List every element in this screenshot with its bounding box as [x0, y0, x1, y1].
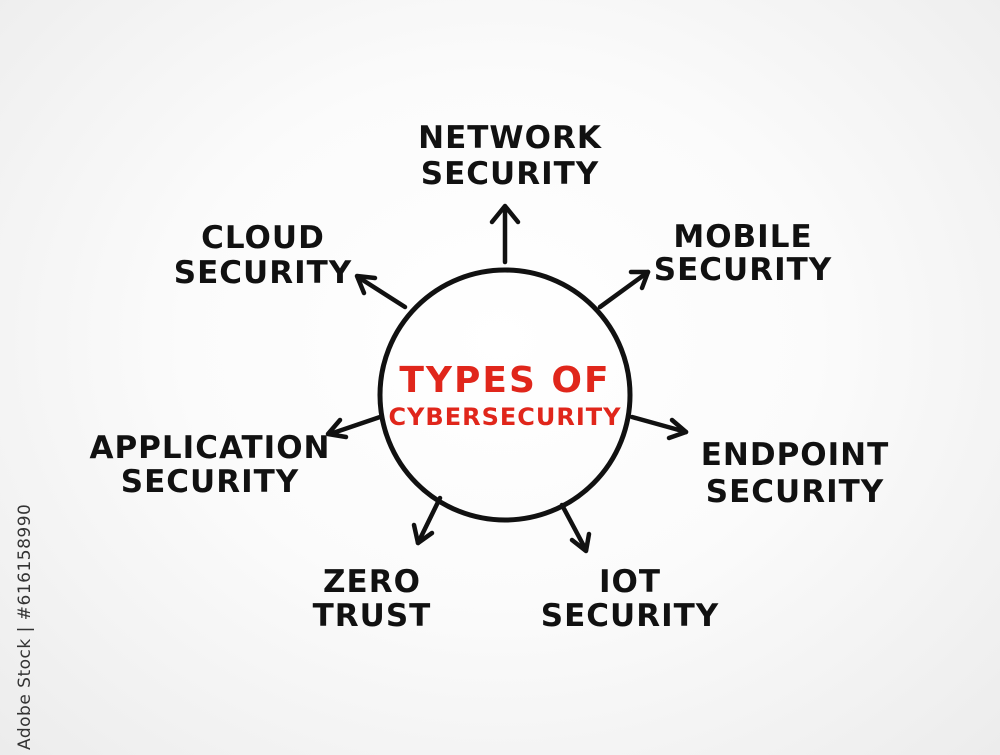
node-label-line: IOT: [599, 564, 661, 600]
node-label-line: ENDPOINT: [701, 437, 890, 473]
arrow-cloud: [354, 273, 408, 310]
node-label-line: APPLICATION: [89, 430, 330, 466]
node-mobile-security: MOBILE SECURITY: [654, 219, 832, 288]
arrow-application: [325, 414, 383, 440]
arrow-endpoint: [629, 414, 689, 441]
arrow-mobile: [597, 269, 651, 310]
brand-watermark: Adobe Stock: [15, 638, 35, 750]
node-zero-trust: ZERO TRUST: [313, 564, 432, 634]
node-label-line: NETWORK: [418, 120, 602, 156]
node-label-line: SECURITY: [174, 255, 352, 291]
stock-id-text: Adobe Stock | #616158990: [15, 504, 35, 750]
node-label-line: MOBILE: [673, 219, 812, 255]
arrow-zero-trust: [411, 495, 443, 546]
node-application-security: APPLICATION SECURITY: [89, 430, 330, 500]
node-label-line: SECURITY: [541, 598, 719, 634]
node-label-line: SECURITY: [654, 252, 832, 288]
node-label-line: SECURITY: [421, 156, 599, 192]
stock-id: 616158990: [15, 504, 35, 606]
node-cloud-security: CLOUD SECURITY: [174, 220, 352, 291]
center-circle: [377, 267, 633, 523]
node-label-line: SECURITY: [121, 464, 299, 500]
node-label-line: SECURITY: [706, 474, 884, 510]
node-label-line: CLOUD: [201, 220, 325, 256]
node-label-line: TRUST: [313, 598, 432, 634]
node-iot-security: IOT SECURITY: [541, 564, 719, 634]
arrow-iot: [559, 502, 592, 554]
center-title-line1: TYPES OF: [399, 360, 610, 401]
center-title-line2: CYBERSECURITY: [388, 403, 621, 431]
node-endpoint-security: ENDPOINT SECURITY: [701, 437, 890, 510]
node-label-line: ZERO: [323, 564, 421, 600]
node-network-security: NETWORK SECURITY: [418, 120, 602, 192]
arrow-network: [489, 203, 521, 265]
